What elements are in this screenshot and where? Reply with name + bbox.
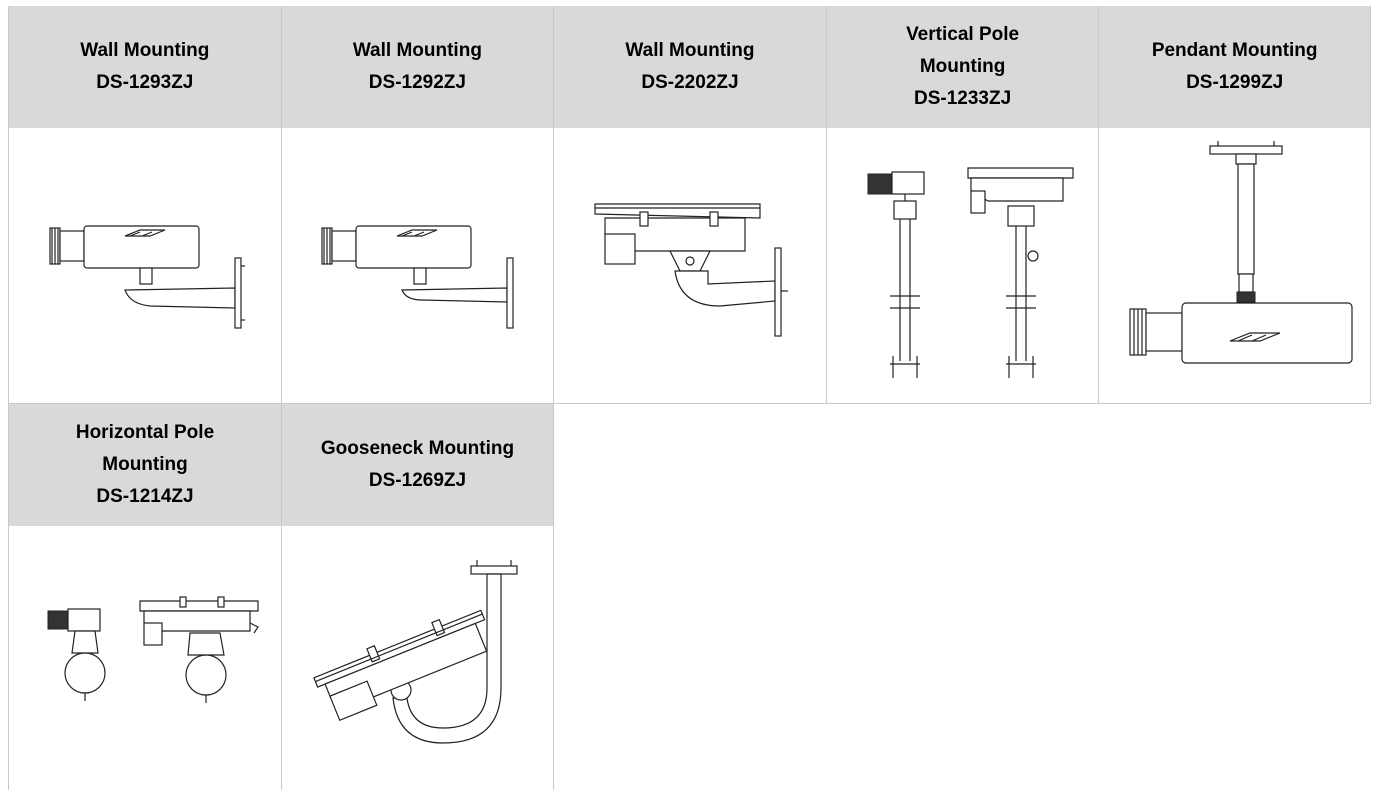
wall-mount-drawing — [553, 128, 826, 404]
mount-type-label: Vertical Pole Mounting — [906, 24, 1020, 77]
gooseneck-mount-drawing — [281, 526, 554, 790]
header-cell: Gooseneck Mounting DS-1269ZJ — [281, 404, 554, 526]
header-cell: Wall Mounting DS-2202ZJ — [553, 6, 826, 128]
mount-type-label: Wall Mounting — [352, 40, 482, 61]
gooseneck-bracket-icon — [312, 560, 518, 744]
header-cell: Wall Mounting DS-1293ZJ — [8, 6, 281, 128]
wall-mount-drawing — [8, 128, 281, 404]
model-label: DS-2202ZJ — [641, 72, 739, 93]
pendant-bracket-icon — [1129, 140, 1353, 364]
vertical-pole-bracket-icon — [867, 166, 1074, 378]
model-label: DS-1214ZJ — [96, 486, 194, 507]
model-label: DS-1299ZJ — [1186, 72, 1284, 93]
wall-mount-bracket-icon — [321, 224, 514, 329]
horizontal-pole-bracket-icon — [47, 596, 259, 703]
mount-type-label: Gooseneck Mounting — [320, 438, 515, 459]
wall-mount-drawing — [280, 128, 554, 404]
horizontal-pole-mount-drawing — [8, 526, 281, 790]
table-row-headers-2: Horizontal Pole Mounting DS-1214ZJ Goose… — [8, 404, 554, 526]
vertical-pole-mount-drawing — [825, 128, 1099, 404]
table-row-headers-1: Wall Mounting DS-1293ZJ Wall Mounting DS… — [8, 6, 1371, 128]
model-label: DS-1269ZJ — [368, 470, 467, 491]
model-label: DS-1293ZJ — [96, 72, 194, 93]
pendant-mount-drawing — [1098, 128, 1371, 404]
mounting-table-row-2: Horizontal Pole Mounting DS-1214ZJ Goose… — [8, 404, 554, 790]
wall-mount-bracket-icon — [49, 224, 245, 329]
mounting-table: Wall Mounting DS-1293ZJ Wall Mounting DS… — [8, 6, 1371, 404]
mount-type-label: Pendant Mounting — [1151, 40, 1318, 61]
header-cell: Vertical Pole Mounting DS-1233ZJ — [825, 6, 1099, 128]
header-cell: Horizontal Pole Mounting DS-1214ZJ — [8, 404, 281, 526]
table-row-images-1 — [8, 128, 1371, 404]
mount-type-label: Wall Mounting — [625, 40, 755, 61]
model-label: DS-1233ZJ — [913, 88, 1012, 109]
housing-wall-bracket-icon — [594, 202, 788, 337]
model-label: DS-1292ZJ — [368, 72, 466, 93]
header-cell: Wall Mounting DS-1292ZJ — [280, 6, 554, 128]
mount-type-label: Horizontal Pole Mounting — [75, 422, 215, 475]
table-row-images-2 — [8, 526, 554, 790]
mount-type-label: Wall Mounting — [80, 40, 210, 61]
header-cell: Pendant Mounting DS-1299ZJ — [1098, 6, 1371, 128]
